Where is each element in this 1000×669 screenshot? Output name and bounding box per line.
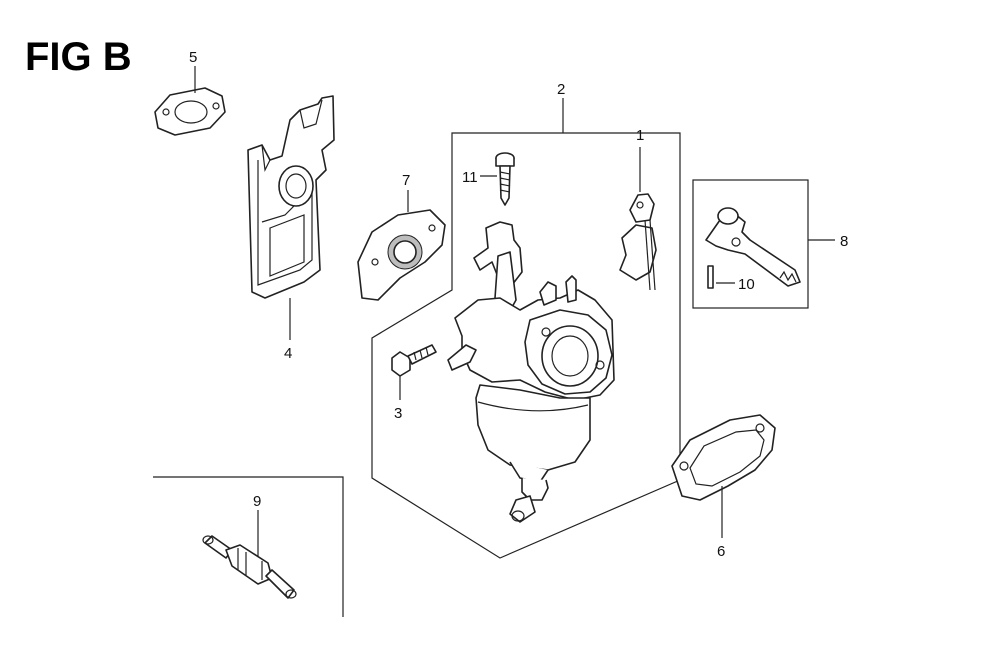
callout-10: 10 (738, 276, 755, 293)
part-11-screw: 11 (462, 152, 515, 206)
figure-title: FIG B (25, 35, 132, 79)
part-3-screw: 3 (391, 344, 437, 422)
part-4-bracket: 4 (247, 95, 335, 362)
callout-2: 2 (557, 81, 565, 98)
callout-9: 9 (253, 493, 261, 510)
callout-5: 5 (189, 49, 197, 66)
part-10-pin: 10 (707, 265, 755, 293)
part-2-assembly-box: 2 (371, 81, 681, 559)
callout-8: 8 (840, 233, 848, 250)
callout-11: 11 (462, 169, 478, 186)
carburetor-body (447, 221, 615, 523)
part-1-float: 1 (619, 127, 657, 291)
callout-1: 1 (636, 127, 644, 144)
part-9-fuel-filter: 9 (202, 493, 297, 599)
callout-7: 7 (402, 172, 410, 189)
part-9-box (153, 476, 344, 617)
part-7-gasket: 7 (357, 172, 446, 301)
part-8-10-box: 8 (692, 179, 848, 309)
part-6-gasket: 6 (671, 414, 776, 560)
callout-6: 6 (717, 543, 725, 560)
part-5-gasket: 5 (154, 49, 226, 136)
callout-4: 4 (284, 345, 292, 362)
callout-3: 3 (394, 405, 402, 422)
part-8-lever (705, 207, 801, 287)
